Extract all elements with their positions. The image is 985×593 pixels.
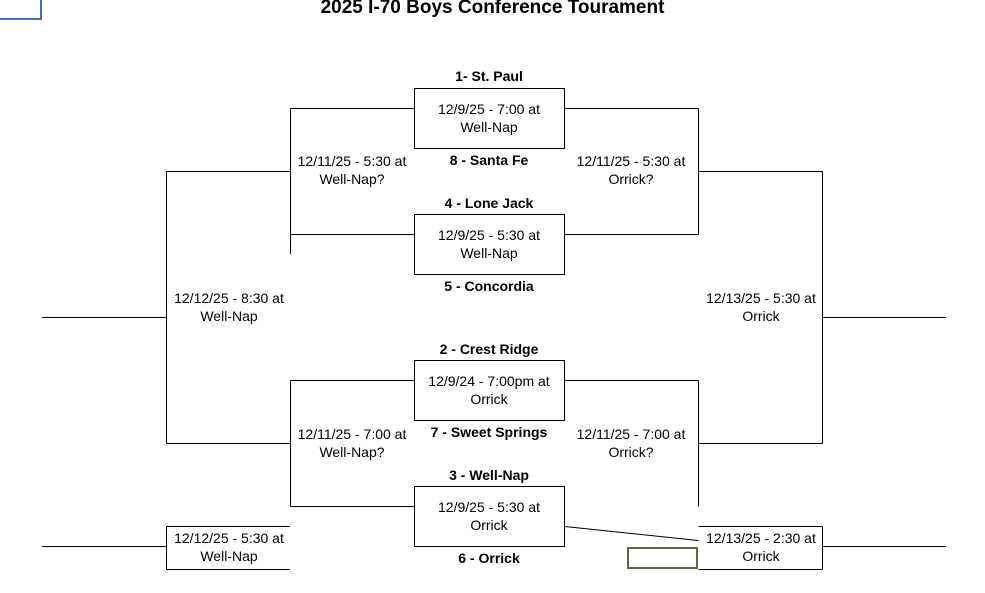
final-left-site: Well-Nap: [200, 308, 258, 324]
final-left-info: 12/12/25 - 8:30 at Well-Nap: [166, 289, 292, 325]
semi-top-right-site: Orrick?: [608, 171, 654, 187]
semi-bot-left-info: 12/11/25 - 7:00 at Well-Nap?: [290, 425, 414, 461]
semi-bot-right-date: 12/11/25 - 7:00 at: [576, 426, 686, 442]
team-seed-6: 6 - Orrick: [458, 550, 520, 566]
game-2-site: Well-Nap: [460, 245, 518, 261]
game-1-site: Well-Nap: [460, 119, 518, 135]
semi-bot-left-site: Well-Nap?: [319, 444, 385, 460]
game-4-site: Orrick: [470, 517, 508, 533]
consol-right-info: 12/13/25 - 2:30 at Orrick: [698, 529, 824, 565]
consol-left-date: 12/12/25 - 5:30 at: [174, 530, 284, 546]
consol-left-info: 12/12/25 - 5:30 at Well-Nap: [166, 529, 292, 565]
game-box-4: [414, 486, 565, 547]
corner-cell-selection: [0, 0, 42, 20]
team-seed-3: 3 - Well-Nap: [449, 467, 529, 483]
team-seed-1: 1- St. Paul: [455, 68, 523, 84]
team-seed-2: 2 - Crest Ridge: [439, 341, 539, 357]
page-title: 2025 I-70 Boys Conference Tourament: [320, 0, 665, 18]
consol-left-site: Well-Nap: [200, 548, 258, 564]
game-3-site: Orrick: [470, 391, 508, 407]
team-seed-5: 5 - Concordia: [444, 278, 534, 294]
game-box-3: [414, 360, 565, 421]
semi-top-left-info: 12/11/25 - 5:30 at Well-Nap?: [290, 152, 414, 188]
game-3-info: 12/9/24 - 7:00pm at Orrick: [414, 372, 564, 408]
team-seed-4: 4 - Lone Jack: [444, 195, 534, 211]
game-box-2: [414, 214, 565, 275]
game-4-date: 12/9/25 - 5:30 at: [438, 499, 540, 515]
semi-top-right-date: 12/11/25 - 5:30 at: [576, 153, 686, 169]
team-seed-7: 7 - Sweet Springs: [430, 424, 548, 440]
semi-bot-right-site: Orrick?: [608, 444, 654, 460]
semi-bot-right-info: 12/11/25 - 7:00 at Orrick?: [568, 425, 694, 461]
game-3-date: 12/9/24 - 7:00pm at: [428, 373, 550, 389]
game-4-info: 12/9/25 - 5:30 at Orrick: [414, 498, 564, 534]
semi-bot-left-date: 12/11/25 - 7:00 at: [297, 426, 407, 442]
team-seed-8: 8 - Santa Fe: [449, 152, 529, 168]
consol-right-site: Orrick: [742, 548, 780, 564]
final-right-site: Orrick: [742, 308, 780, 324]
game-2-date: 12/9/25 - 5:30 at: [438, 227, 540, 243]
final-left-date: 12/12/25 - 8:30 at: [174, 290, 284, 306]
semi-top-right-info: 12/11/25 - 5:30 at Orrick?: [568, 152, 694, 188]
semi-top-left-site: Well-Nap?: [319, 171, 385, 187]
final-right-info: 12/13/25 - 5:30 at Orrick: [698, 289, 824, 325]
game-box-1: [414, 88, 565, 149]
consol-right-date: 12/13/25 - 2:30 at: [706, 530, 816, 546]
game-2-info: 12/9/25 - 5:30 at Well-Nap: [414, 226, 564, 262]
final-right-date: 12/13/25 - 5:30 at: [706, 290, 816, 306]
selected-cell[interactable]: [627, 547, 698, 569]
semi-top-left-date: 12/11/25 - 5:30 at: [297, 153, 407, 169]
game-1-info: 12/9/25 - 7:00 at Well-Nap: [414, 100, 564, 136]
game-1-date: 12/9/25 - 7:00 at: [438, 101, 540, 117]
